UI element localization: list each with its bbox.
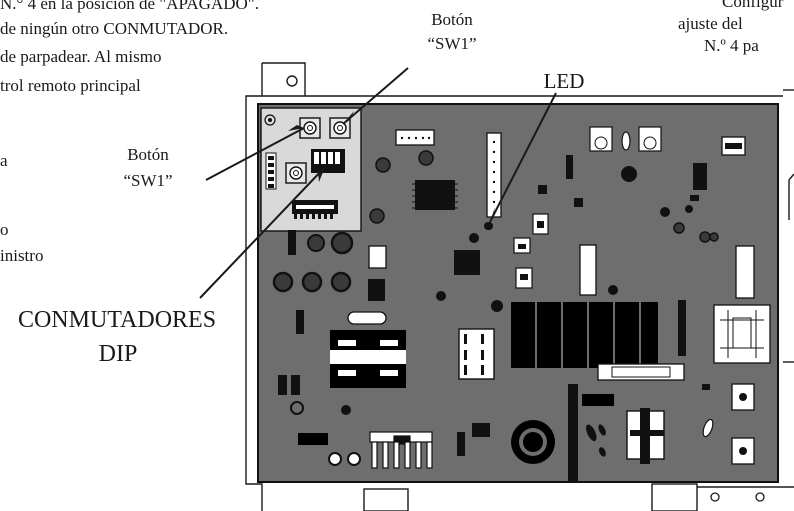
led-label: LED <box>528 71 600 92</box>
mount-hole-icon <box>711 493 719 501</box>
sw1-top-label-line2: “SW1” <box>416 35 488 52</box>
dip-switches-label-line2: DIP <box>70 342 166 366</box>
relay-bank <box>511 302 658 368</box>
mount-hole-icon <box>287 76 297 86</box>
switch-subboard <box>261 108 361 231</box>
dip-switches-label-line1: CONMUTADORES <box>0 308 234 332</box>
sw1-top-label-line1: Botón <box>416 11 488 28</box>
sw1-left-label-line2: “SW1” <box>112 172 184 189</box>
mount-hole-icon <box>756 493 764 501</box>
connector <box>454 250 480 275</box>
led-icon <box>484 222 492 230</box>
sw1-left-label-line1: Botón <box>112 146 184 163</box>
